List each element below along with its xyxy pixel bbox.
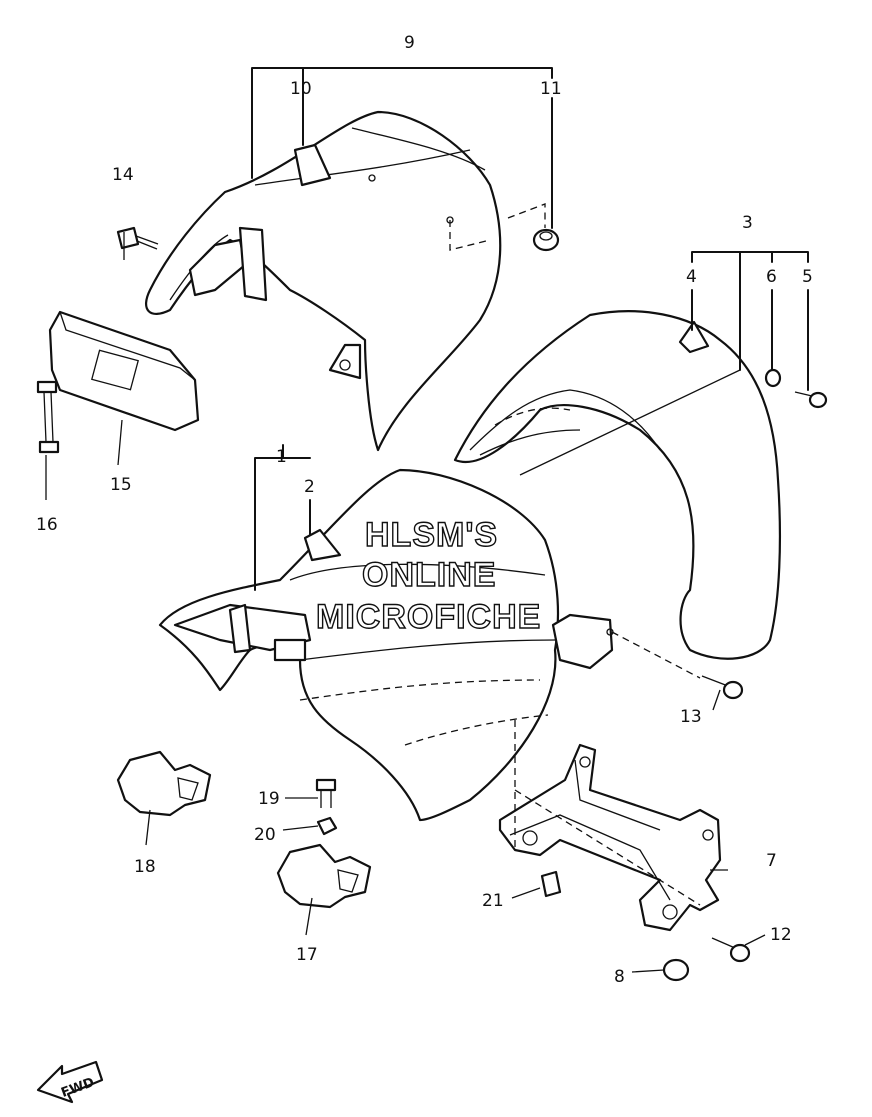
callout-10: 10 bbox=[290, 79, 312, 99]
lock-18 bbox=[116, 750, 212, 817]
callout-21: 21 bbox=[482, 891, 504, 911]
rear-seat bbox=[145, 110, 502, 452]
nut-8 bbox=[662, 958, 690, 982]
clip-21 bbox=[540, 870, 562, 898]
callout-20: 20 bbox=[254, 825, 276, 845]
callout-7: 7 bbox=[766, 851, 777, 871]
watermark-line-3: MICROFICHE bbox=[316, 598, 541, 636]
callout-13: 13 bbox=[680, 707, 702, 727]
plate-15 bbox=[48, 310, 200, 432]
callout-17: 17 bbox=[296, 945, 318, 965]
nut-20 bbox=[316, 816, 338, 836]
callout-9: 9 bbox=[404, 33, 415, 53]
callout-5: 5 bbox=[802, 267, 813, 287]
callout-2: 2 bbox=[304, 477, 315, 497]
leader-lines bbox=[45, 67, 809, 973]
bolt-14 bbox=[116, 226, 159, 250]
strap-16 bbox=[36, 380, 60, 454]
callout-8: 8 bbox=[614, 967, 625, 987]
front-seat-cover bbox=[453, 310, 782, 660]
callout-4: 4 bbox=[686, 267, 697, 287]
callout-3: 3 bbox=[742, 213, 753, 233]
callout-14: 14 bbox=[112, 165, 134, 185]
lock-17 bbox=[276, 843, 372, 909]
callout-15: 15 bbox=[110, 475, 132, 495]
callout-18: 18 bbox=[134, 857, 156, 877]
bolt-19 bbox=[315, 778, 337, 808]
seat-bracket bbox=[498, 743, 722, 932]
watermark: HLSM'S ONLINE MICROFICHE bbox=[315, 515, 541, 636]
callout-1: 1 bbox=[276, 447, 287, 467]
screw-5 bbox=[794, 391, 828, 409]
fwd-arrow: FWD bbox=[36, 1060, 104, 1104]
bolt-12 bbox=[711, 937, 751, 963]
bolt-13 bbox=[701, 675, 744, 700]
callout-16: 16 bbox=[36, 515, 58, 535]
watermark-line-2: ONLINE bbox=[362, 556, 496, 594]
main-seat bbox=[158, 468, 614, 822]
grommet-11 bbox=[532, 228, 560, 252]
callout-19: 19 bbox=[258, 789, 280, 809]
callout-6: 6 bbox=[766, 267, 777, 287]
callout-11: 11 bbox=[540, 79, 562, 99]
washer-6 bbox=[764, 368, 782, 388]
callout-12: 12 bbox=[770, 925, 792, 945]
callouts: 1 2 3 4 5 6 7 8 9 10 11 12 13 14 15 16 1… bbox=[36, 33, 813, 987]
watermark-line-1: HLSM'S bbox=[365, 516, 498, 554]
